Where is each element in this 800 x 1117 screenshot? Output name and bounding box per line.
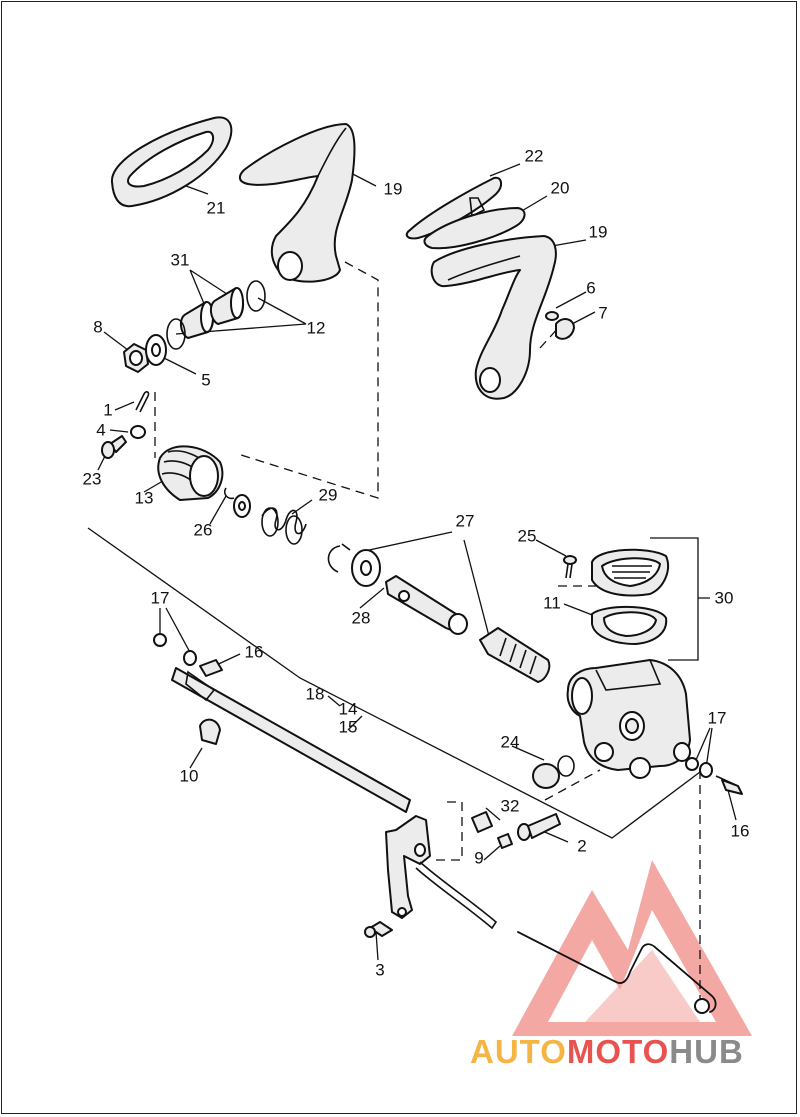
callout-16-left: 16 [244, 642, 264, 662]
nut-8 [123, 343, 149, 373]
retaining-ring-26 [223, 487, 251, 518]
fitting-2 [517, 813, 561, 841]
washers-17-right [685, 757, 713, 778]
callout-8: 8 [93, 317, 103, 337]
clip-10 [199, 718, 221, 745]
callout-19-left: 19 [383, 179, 403, 199]
piston-assembly [479, 627, 551, 683]
pushrod [385, 575, 468, 635]
bolt-3 [364, 921, 393, 938]
callout-10: 10 [179, 766, 199, 786]
callout-4: 4 [96, 420, 106, 440]
callout-2: 2 [577, 836, 587, 856]
callout-13: 13 [134, 488, 154, 508]
watermark-text-hub: HUB [669, 1033, 744, 1070]
callout-12: 12 [306, 318, 326, 338]
callout-1: 1 [103, 400, 113, 420]
callout-3: 3 [375, 960, 385, 980]
callout-23: 23 [82, 469, 102, 489]
brake-line-14-15 [171, 667, 411, 813]
callout-32: 32 [500, 796, 520, 816]
callout-14: 14 [338, 699, 358, 719]
brake-bracket [385, 815, 498, 930]
callout-31: 31 [170, 250, 190, 270]
callout-29: 29 [318, 485, 338, 505]
callout-16-right: 16 [730, 821, 750, 841]
callout-19-right: 19 [588, 222, 608, 242]
master-cylinder-body [566, 659, 691, 779]
watermark-triangle [512, 860, 752, 1036]
callout-21: 21 [206, 198, 226, 218]
callout-9: 9 [474, 848, 484, 868]
gasket-11 [591, 606, 668, 645]
pad-20 [423, 207, 526, 250]
callout-15: 15 [338, 717, 358, 737]
bleeder-32 [471, 811, 493, 833]
bushing-31 [180, 287, 244, 339]
cotter-pin-1 [135, 391, 150, 413]
callout-18: 18 [305, 684, 325, 704]
cap-24 [532, 755, 575, 789]
washer-4 [130, 425, 146, 439]
washer-28 [351, 549, 381, 587]
lockwasher-6 [545, 311, 559, 321]
pedal-arm-19-left [238, 123, 356, 283]
pedal-pad-21 [110, 116, 233, 208]
screw-25 [563, 555, 577, 579]
o-ring-12 [166, 280, 266, 350]
bleeder-cap-9 [497, 833, 513, 849]
pedal-pad-22 [405, 176, 502, 240]
brake-line-rear [517, 931, 717, 1014]
callout-27: 27 [455, 511, 475, 531]
reservoir-cover-30 [591, 548, 669, 597]
callout-24: 24 [500, 732, 520, 752]
callout-11: 11 [543, 593, 561, 613]
washers-17-left [153, 633, 197, 666]
boot-13 [157, 445, 224, 501]
watermark-logo: AUTOMOTOHUB [470, 1033, 792, 1073]
callout-17-right: 17 [707, 708, 727, 728]
clevis-pin-23 [101, 435, 127, 459]
callout-26: 26 [193, 520, 213, 540]
pedal-arm-19-right [430, 235, 557, 400]
washer-5 [145, 334, 167, 366]
callout-28: 28 [351, 608, 371, 628]
callout-17-left: 17 [150, 588, 170, 608]
callout-6: 6 [586, 278, 596, 298]
callout-5: 5 [201, 370, 211, 390]
callout-25: 25 [517, 526, 537, 546]
banjo-bolt-16-left [199, 659, 223, 677]
acorn-nut-7 [555, 318, 575, 340]
spring-29 [261, 507, 307, 545]
callout-20: 20 [550, 178, 570, 198]
callout-30: 30 [714, 588, 734, 608]
banjo-bolt-16-right [715, 775, 743, 795]
retaining-ring-27 [327, 543, 351, 573]
callout-22: 22 [524, 146, 544, 166]
watermark-text-auto: AUTO [470, 1033, 567, 1070]
callout-7: 7 [598, 303, 608, 323]
watermark-text-moto: MOTO [566, 1033, 670, 1070]
